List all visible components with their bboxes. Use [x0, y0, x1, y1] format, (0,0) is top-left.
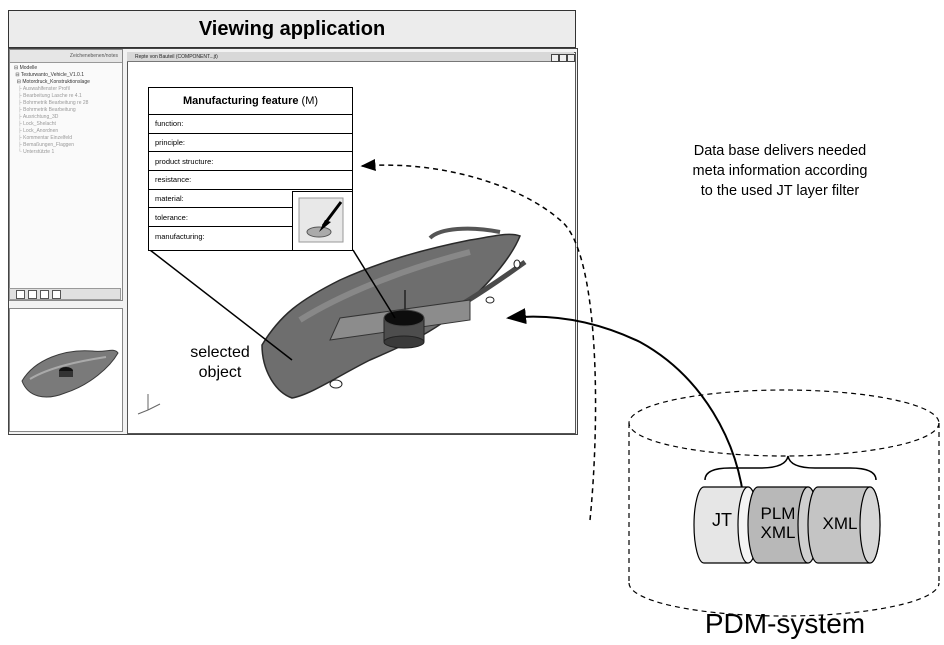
feature-row-tolerance: tolerance:: [149, 208, 294, 228]
pdm-system-label: PDM-system: [704, 608, 866, 639]
feature-row-principle: principle:: [149, 134, 352, 153]
tree-item[interactable]: ├ Bohrmetrik Bearbeitung re 28: [14, 100, 89, 106]
toolbar-button[interactable]: [28, 289, 37, 299]
application-title-bar: Viewing application: [8, 10, 576, 48]
xml-file-cylinder: [807, 486, 881, 564]
feature-row-resistance: resistance:: [149, 171, 352, 190]
feature-box-title: Manufacturing feature (M): [149, 88, 352, 115]
callout-line-left: [149, 249, 293, 361]
callout-line-right: [352, 249, 396, 319]
plm-xml-cylinder-label: PLM XML: [760, 504, 796, 542]
tree-item[interactable]: ├ Ausrichtung_3D: [14, 114, 59, 120]
toolbar-button[interactable]: [40, 289, 49, 299]
feature-row-manufacturing: manufacturing:: [155, 231, 205, 241]
database-description-label: Data base delivers needed meta informati…: [692, 143, 868, 199]
tree-item[interactable]: └ Unterstützte 1: [14, 149, 55, 155]
jt-cylinder-label: JT: [712, 510, 732, 530]
feature-thumbnail-image: [298, 197, 344, 243]
axis-triad-icon: [137, 394, 161, 415]
preview-part-image: [21, 349, 119, 398]
minimize-button[interactable]: [551, 54, 559, 62]
manufacturing-feature-box: Manufacturing feature (M) function: prin…: [148, 87, 353, 251]
tree-item[interactable]: ⊟ Modelle: [14, 65, 38, 71]
model-tree-panel: Zeichenebenen/notes ⊟ Modelle ⊟ Testurwa…: [9, 49, 123, 301]
toolbar-button[interactable]: [16, 289, 25, 299]
selected-object-label: selected object: [190, 344, 250, 381]
tree-item[interactable]: ├ Bemaßungen_Flaggen: [14, 142, 74, 148]
tree-item[interactable]: ├ Auswahlfenster Profil: [14, 86, 70, 92]
toolbar-button[interactable]: [52, 289, 61, 299]
tree-item[interactable]: ├ Lock_Shelacht: [14, 121, 56, 127]
pdm-database-cylinder: [628, 389, 940, 617]
tree-item[interactable]: ├ Bohrmetrik Bearbeitung: [14, 107, 76, 113]
tree-item[interactable]: ⊟ Motordruck_Konstruktionslage: [14, 79, 90, 85]
xml-cylinder-label: XML: [822, 514, 858, 533]
feature-thumbnail: [292, 191, 353, 251]
viewer-title: Repte von Bauteil (COMPONENT...jt): [135, 54, 218, 60]
feature-row-material: material:: [149, 190, 294, 209]
tree-item[interactable]: ├ Bearbeitung Lasche re 4.1: [14, 93, 82, 99]
tree-item[interactable]: ⊟ Testurwanto_Vehicle_V1.0.1: [14, 72, 84, 78]
model-tree: ⊟ Modelle ⊟ Testurwanto_Vehicle_V1.0.1 ⊟…: [10, 63, 122, 158]
feature-row-function: function:: [149, 115, 352, 134]
thumbnail-preview-panel: [9, 308, 123, 432]
brace-icon: [704, 455, 877, 481]
tree-item[interactable]: ├ Kommentar Einzelfeld: [14, 135, 73, 141]
maximize-button[interactable]: [559, 54, 567, 62]
selected-part-model[interactable]: [261, 226, 527, 399]
geometry-arrow: [506, 308, 746, 513]
feature-row-product-structure: product structure:: [149, 152, 352, 172]
close-button[interactable]: [567, 54, 575, 62]
application-title: Viewing application: [198, 17, 386, 40]
tree-item[interactable]: ├ Lock_Anordnen: [14, 128, 59, 134]
model-tree-header: Zeichenebenen/notes: [10, 50, 122, 63]
viewer-title-bar: Repte von Bauteil (COMPONENT...jt): [127, 52, 574, 62]
model-tree-toolbar: [9, 288, 121, 300]
